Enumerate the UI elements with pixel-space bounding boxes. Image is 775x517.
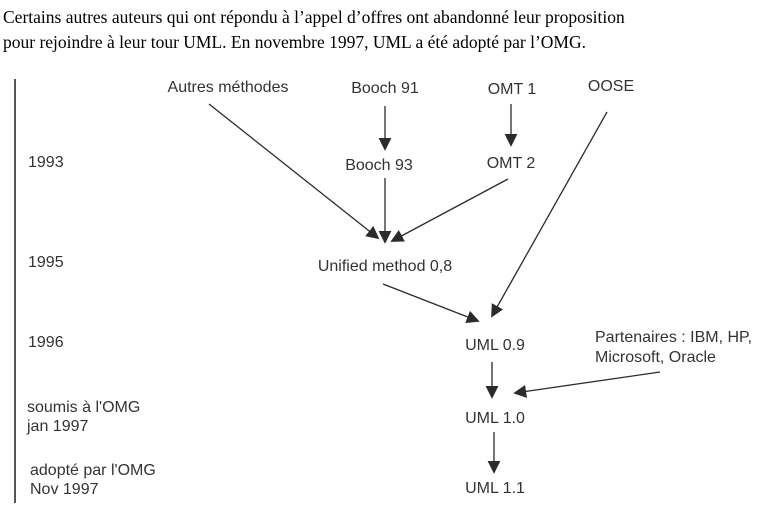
arrow-partenaires-to-uml10 <box>513 371 661 398</box>
timeline-label-1993: 1993 <box>28 154 64 171</box>
node-partenaires-line1: Partenaires : IBM, HP, <box>595 329 753 346</box>
arrow-unified-method-to-uml09 <box>382 283 480 323</box>
node-partenaires: Partenaires : IBM, HP, Microsoft, Oracle <box>595 328 752 368</box>
timeline-label-adopte-omg-line1: adopté par l'OMG <box>30 462 156 479</box>
node-booch91: Booch 91 <box>351 80 419 97</box>
node-omt1: OMT 1 <box>487 81 537 98</box>
arrow-autres-methodes-to-unified-method <box>208 103 380 240</box>
timeline-label-adopte-omg-line2: Nov 1997 <box>30 481 99 498</box>
node-oose: OOSE <box>587 78 635 95</box>
node-autres-methodes: Autres méthodes <box>167 79 289 96</box>
arrow-omt2-to-unified-method <box>390 178 509 242</box>
arrow-oose-to-uml09 <box>491 111 608 318</box>
timeline-label-soumis-omg-line2: jan 1997 <box>27 418 89 435</box>
intro-paragraph: Certains autres auteurs qui ont répondu … <box>3 5 773 55</box>
node-omt2: OMT 2 <box>486 155 536 172</box>
node-unified-method: Unified method 0,8 <box>317 258 453 275</box>
node-uml11: UML 1.1 <box>465 480 525 497</box>
node-partenaires-line2: Microsoft, Oracle <box>595 349 716 366</box>
timeline-label-1996: 1996 <box>28 334 64 351</box>
node-uml09: UML 0.9 <box>465 337 525 354</box>
node-booch93: Booch 93 <box>345 157 413 174</box>
timeline-label-adopte-omg: adopté par l'OMG Nov 1997 <box>30 461 156 499</box>
intro-paragraph-line2: pour rejoindre à leur tour UML. En novem… <box>3 32 587 52</box>
timeline-label-soumis-omg: soumis à l'OMG jan 1997 <box>27 398 140 436</box>
timeline-label-1995: 1995 <box>28 254 64 271</box>
node-uml10: UML 1.0 <box>465 410 525 427</box>
timeline-label-soumis-omg-line1: soumis à l'OMG <box>27 399 141 416</box>
intro-paragraph-line1: Certains autres auteurs qui ont répondu … <box>3 7 625 27</box>
